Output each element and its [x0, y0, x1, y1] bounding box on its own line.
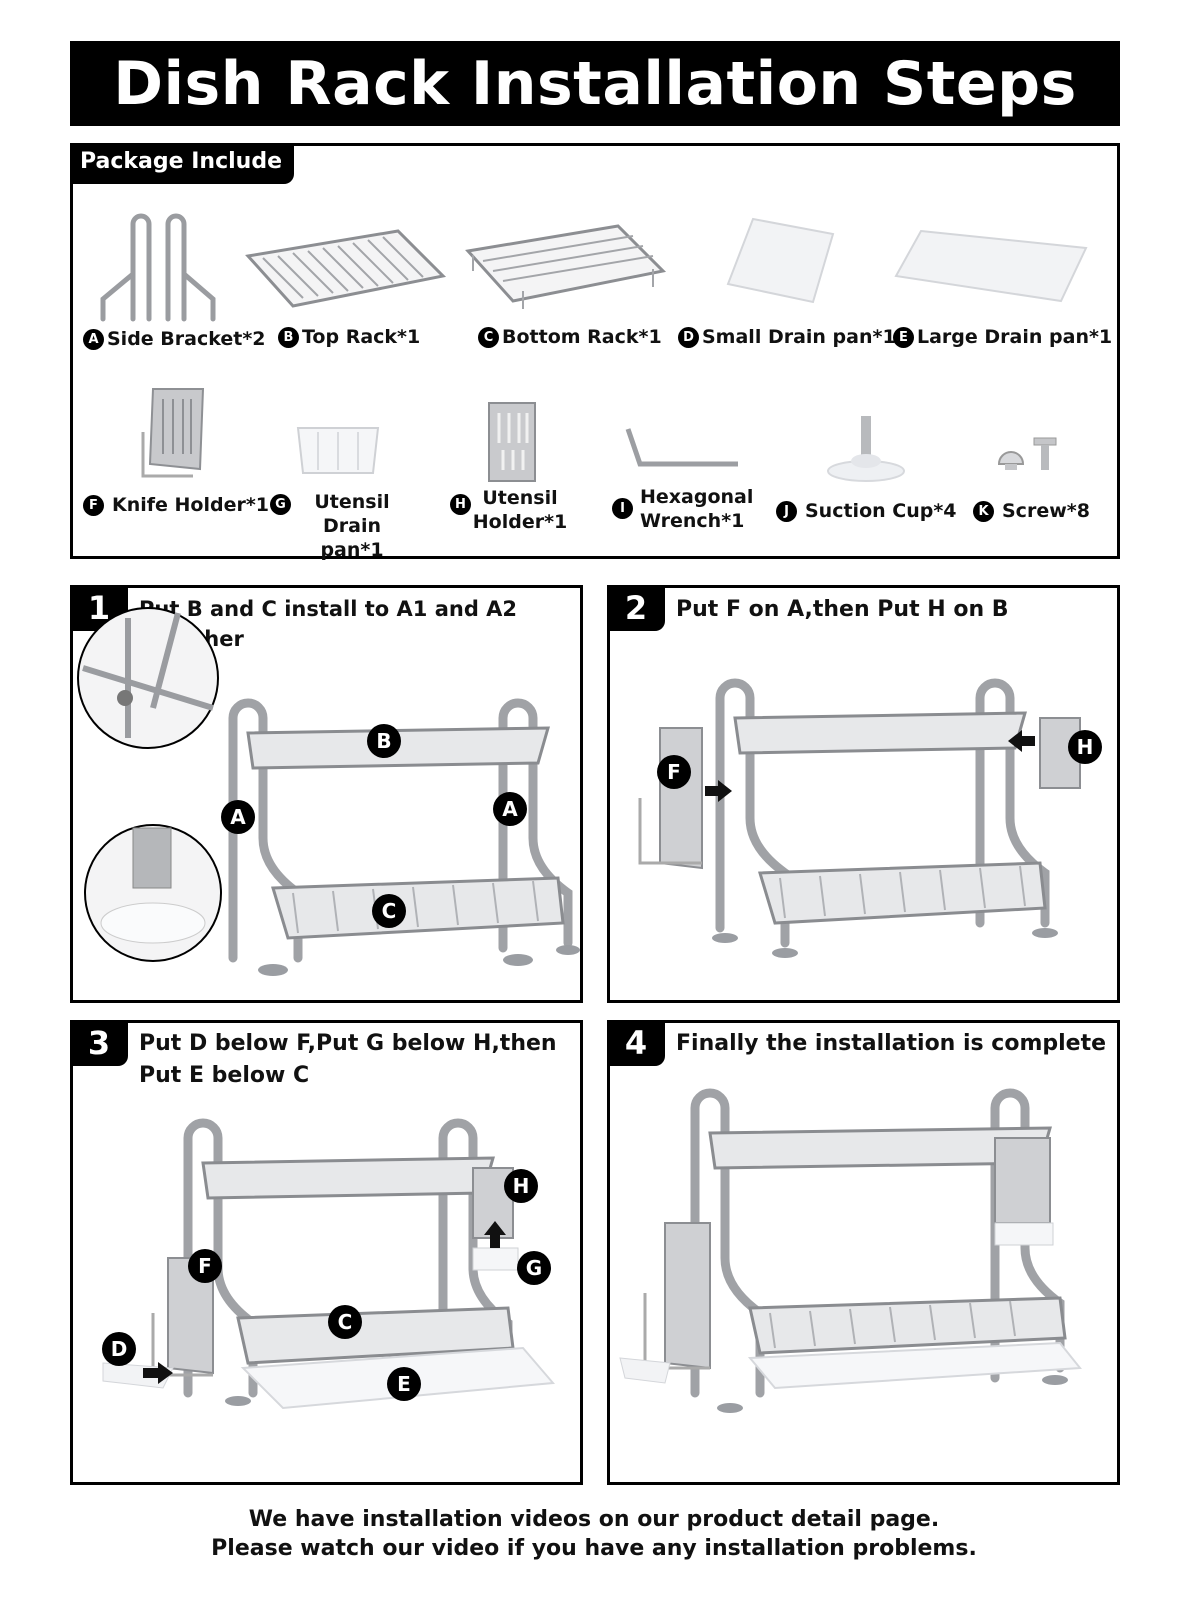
svg-text:E: E — [397, 1372, 411, 1396]
svg-text:C: C — [382, 899, 397, 923]
svg-text:C: C — [338, 1310, 353, 1334]
utensil-holder-image — [488, 402, 536, 482]
page-title: Dish Rack Installation Steps — [70, 41, 1120, 126]
letter-h-badge: H — [450, 494, 471, 515]
marker-g: G — [516, 1250, 552, 1290]
step-2-panel: 2 Put F on A,then Put H on B F H — [607, 585, 1120, 1003]
letter-b-badge: B — [278, 326, 299, 348]
footer-line-2: Please watch our video if you have any i… — [211, 1535, 977, 1561]
svg-text:A: A — [502, 797, 518, 821]
small-drain-pan-image — [726, 217, 835, 304]
knife-holder-image — [141, 388, 205, 478]
svg-text:H: H — [1077, 735, 1094, 759]
marker-a-right: A — [492, 791, 528, 831]
screw-image — [997, 437, 1057, 470]
svg-text:G: G — [526, 1256, 542, 1280]
utensil-drain-pan-image — [296, 427, 380, 474]
svg-text:A: A — [230, 805, 246, 829]
step-1-panel: 1 Put B and C install to A1 and A2 Toget… — [70, 585, 583, 1003]
letter-d-badge: D — [678, 326, 699, 348]
letter-c-badge: C — [478, 326, 499, 348]
svg-text:B: B — [376, 729, 391, 753]
installation-video-note: We have installation videos on our produ… — [0, 1506, 1188, 1563]
marker-c: C — [327, 1304, 363, 1344]
marker-h: H — [1067, 729, 1103, 769]
letter-g-badge: G — [270, 494, 291, 515]
marker-c: C — [371, 893, 407, 933]
marker-b: B — [366, 723, 402, 763]
step-4-panel: 4 Finally the installation is complete — [607, 1020, 1120, 1485]
bottom-rack-image — [465, 224, 667, 309]
letter-f-badge: F — [83, 494, 104, 516]
letter-j-badge: J — [776, 500, 797, 522]
letter-k-badge: K — [973, 500, 994, 522]
step-2-instruction: Put F on A,then Put H on B — [676, 597, 1009, 622]
top-rack-image — [245, 229, 447, 308]
svg-text:F: F — [667, 760, 681, 784]
step-4-number: 4 — [607, 1020, 665, 1066]
footer-line-1: We have installation videos on our produ… — [248, 1507, 940, 1532]
marker-d: D — [101, 1331, 137, 1371]
marker-e: E — [386, 1366, 422, 1406]
letter-i-badge: I — [612, 498, 633, 519]
large-drain-pan-image — [894, 229, 1088, 303]
step-4-instruction: Finally the installation is complete — [676, 1031, 1107, 1056]
letter-a-badge: A — [83, 328, 104, 350]
step-2-illustration — [638, 678, 1081, 958]
step-2-number: 2 — [607, 585, 665, 631]
suction-cup-image — [827, 416, 905, 482]
hexagonal-wrench-image — [625, 428, 738, 467]
marker-f: F — [656, 754, 692, 794]
marker-f: F — [187, 1248, 223, 1288]
step-4-illustration — [619, 1088, 1082, 1413]
svg-text:H: H — [513, 1174, 530, 1198]
step-3-number: 3 — [70, 1020, 128, 1066]
marker-h: H — [503, 1168, 539, 1208]
package-include-heading: Package Include — [70, 143, 294, 184]
marker-a-left: A — [220, 799, 256, 839]
svg-text:F: F — [198, 1254, 212, 1278]
svg-text:D: D — [111, 1337, 128, 1361]
letter-e-badge: E — [893, 326, 914, 348]
side-bracket-image — [100, 213, 216, 322]
step-3-illustration — [102, 1118, 556, 1410]
